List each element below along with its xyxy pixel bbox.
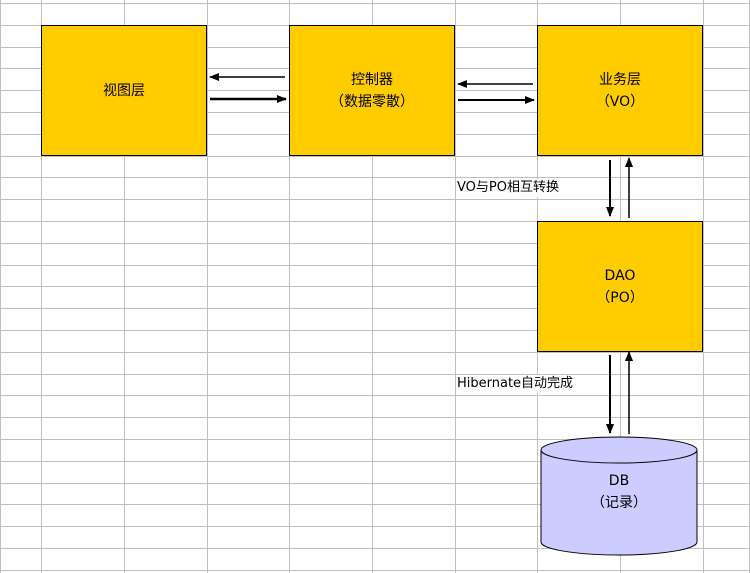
service-layer-subtitle: （VO） [595, 93, 645, 110]
vo-po-conversion-label: VO与PO相互转换 [457, 179, 559, 197]
database-subtitle: （记录） [591, 495, 647, 511]
database-cylinder-body [540, 450, 698, 556]
database-text: DB （记录） [540, 470, 698, 514]
database-title: DB [608, 473, 630, 489]
service-layer-title: 业务层 [599, 71, 641, 88]
service-layer-box: 业务层 （VO） [537, 25, 703, 156]
dao-subtitle: （PO） [596, 289, 644, 306]
database-cylinder [540, 436, 698, 556]
controller-box: 控制器 （数据零散） [289, 25, 455, 156]
hibernate-auto-label: Hibernate自动完成 [457, 375, 574, 393]
view-layer-label: 视图层 [103, 82, 145, 99]
dao-title: DAO [604, 267, 636, 284]
view-layer-box: 视图层 [41, 25, 207, 156]
database-cylinder-top [540, 436, 698, 464]
controller-subtitle: （数据零散） [330, 93, 414, 110]
dao-box: DAO （PO） [537, 221, 703, 352]
controller-title: 控制器 [351, 71, 393, 88]
